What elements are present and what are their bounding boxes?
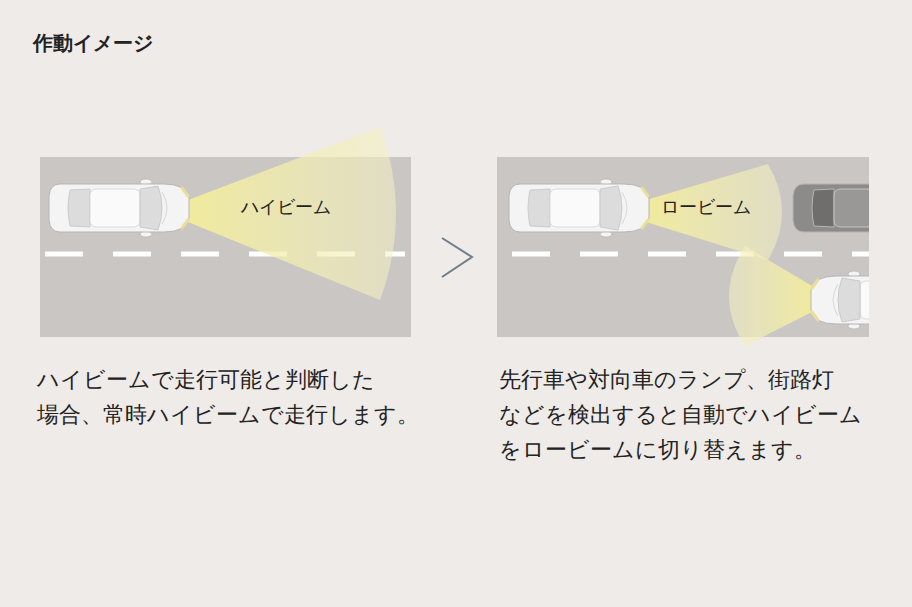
lane-dash: [512, 252, 869, 257]
low-beam: [646, 164, 782, 260]
own-car: [49, 179, 189, 237]
scene-panel: ハイビームハイビームで走行可能と判断した 場合、常時ハイビームで走行します。: [40, 157, 411, 433]
oncoming-car: [811, 271, 869, 329]
scene-panel: ロービーム先行車や対向車のランプ、街路灯 などを検出すると自動でハイビーム をロ…: [497, 157, 869, 468]
beam-label: ロービーム: [661, 195, 751, 219]
high-beam: [188, 127, 396, 300]
caption: 先行車や対向車のランプ、街路灯 などを検出すると自動でハイビーム をロービームに…: [499, 362, 889, 468]
title: 作動イメージ: [33, 30, 153, 57]
caption: ハイビームで走行可能と判断した 場合、常時ハイビームで走行します。: [37, 362, 427, 432]
beam-label: ハイビーム: [241, 195, 331, 219]
sequence-chevron: [442, 238, 472, 277]
oncoming-beam: [729, 246, 812, 346]
preceding-car: [793, 179, 869, 237]
own-car: [509, 179, 649, 237]
